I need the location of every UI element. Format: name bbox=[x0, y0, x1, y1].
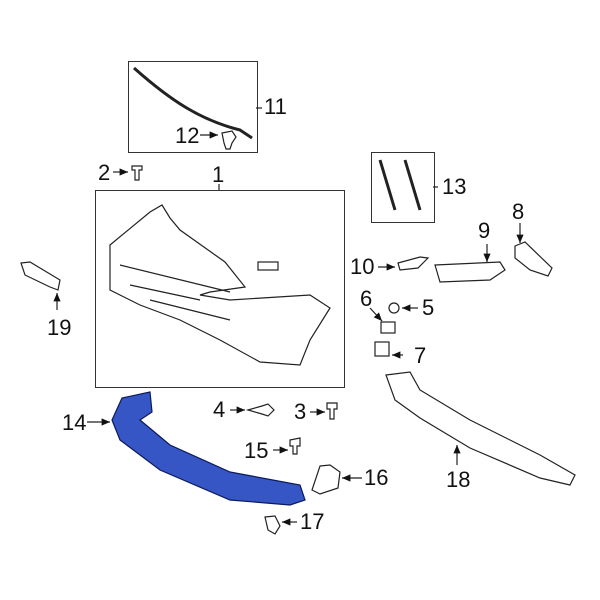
part-17-clip bbox=[264, 515, 281, 535]
part-11-strip bbox=[133, 66, 253, 140]
callout-17: 17 bbox=[300, 509, 325, 534]
part-12-clip bbox=[221, 130, 237, 150]
callout-5: 5 bbox=[422, 295, 435, 320]
part-19-bracket bbox=[20, 261, 61, 291]
callout-12: 12 bbox=[175, 123, 200, 148]
callout-13: 13 bbox=[442, 174, 467, 199]
callout-15: 15 bbox=[244, 438, 269, 463]
callout-4: 4 bbox=[213, 397, 226, 422]
part-9-bracket bbox=[434, 261, 506, 283]
callout-14: 14 bbox=[62, 410, 87, 435]
part-14-lower-spoiler bbox=[111, 391, 306, 506]
callout-16: 16 bbox=[364, 465, 389, 490]
part-10-bracket bbox=[397, 256, 430, 271]
callout-19: 19 bbox=[47, 315, 72, 340]
callout-8: 8 bbox=[512, 199, 525, 224]
callout-1: 1 bbox=[212, 162, 225, 187]
part-2-clip bbox=[131, 165, 143, 181]
part-1-bumper-cover bbox=[109, 204, 331, 366]
callout-9: 9 bbox=[478, 218, 491, 243]
callout-2: 2 bbox=[98, 160, 111, 185]
callout-6: 6 bbox=[360, 286, 373, 311]
part-3-clip bbox=[326, 402, 338, 420]
part-13-brackets bbox=[378, 159, 422, 211]
part-7-nut bbox=[374, 341, 390, 357]
part-18-absorber bbox=[385, 371, 576, 486]
callout-11: 11 bbox=[264, 94, 287, 119]
part-4-bolt bbox=[245, 403, 275, 417]
part-6-nut bbox=[380, 321, 396, 334]
part-15-clip bbox=[289, 437, 301, 455]
part-1-bumper-box bbox=[95, 190, 345, 388]
callout-18: 18 bbox=[446, 467, 471, 492]
part-8-bracket bbox=[514, 241, 553, 277]
part-11-group-box bbox=[128, 61, 258, 153]
part-5-clip bbox=[388, 302, 400, 314]
callout-10: 10 bbox=[350, 254, 375, 279]
callout-7: 7 bbox=[414, 343, 427, 368]
callout-3: 3 bbox=[294, 399, 307, 424]
part-16-bracket bbox=[311, 464, 341, 495]
